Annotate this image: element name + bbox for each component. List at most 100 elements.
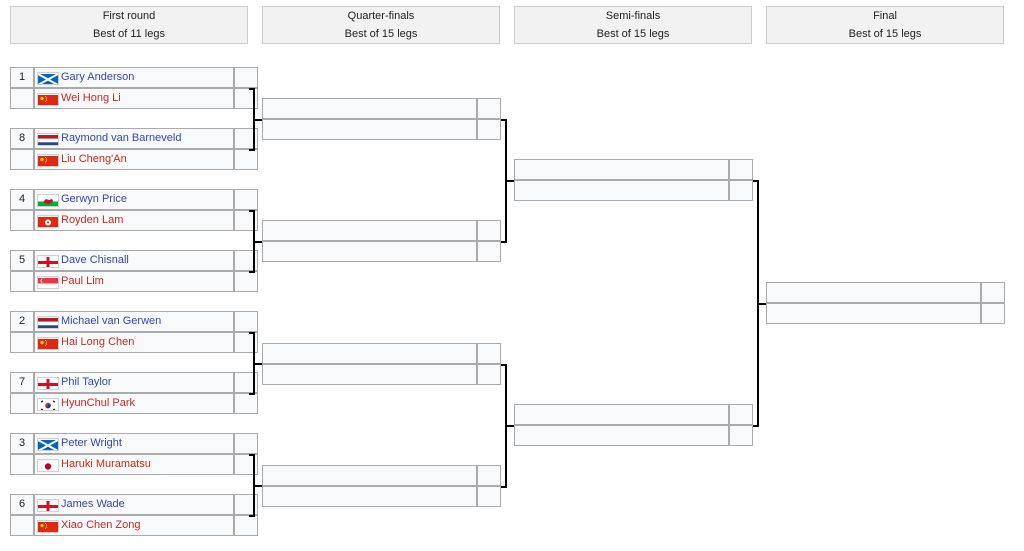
player-name-cell	[514, 404, 729, 425]
seed-cell	[10, 454, 34, 475]
seed-cell: 6	[10, 494, 34, 515]
score-cell	[234, 433, 258, 454]
team-row: HyunChul Park	[10, 393, 258, 414]
player-link[interactable]: Wei Hong Li	[61, 92, 121, 104]
connector-line	[501, 241, 507, 243]
connector-line	[253, 241, 262, 243]
player-name-cell	[262, 465, 477, 486]
player-link[interactable]: HyunChul Park	[61, 397, 135, 409]
score-cell	[234, 372, 258, 393]
connector-line	[753, 425, 759, 427]
player-link[interactable]: Hai Long Chen	[61, 336, 135, 348]
player-link[interactable]: Royden Lam	[61, 214, 124, 226]
score-cell	[234, 250, 258, 271]
score-cell	[729, 180, 753, 201]
team-row: Paul Lim	[10, 271, 258, 292]
china-flag-icon	[37, 337, 59, 350]
team-row: 5 Dave Chisnall	[10, 250, 258, 271]
player-name-cell: Phil Taylor	[34, 372, 234, 393]
connector-line	[505, 425, 514, 427]
singapore-flag-icon	[37, 276, 59, 289]
seed-cell: 8	[10, 128, 34, 149]
score-cell	[234, 515, 258, 536]
team-row	[262, 119, 501, 140]
score-cell	[234, 311, 258, 332]
seed-cell	[10, 210, 34, 231]
round-format: Best of 15 legs	[344, 28, 418, 40]
player-name-cell: Paul Lim	[34, 271, 234, 292]
connector-line	[253, 363, 262, 365]
player-link[interactable]: Raymond van Barneveld	[61, 132, 182, 144]
player-name-cell	[766, 303, 981, 324]
player-name-cell: Dave Chisnall	[34, 250, 234, 271]
score-cell	[234, 494, 258, 515]
team-row	[514, 180, 753, 201]
player-link[interactable]: Paul Lim	[61, 275, 104, 287]
china-flag-icon	[37, 520, 59, 533]
seed-cell: 5	[10, 250, 34, 271]
round-header-quarter-finals: Quarter-finals Best of 15 legs	[262, 6, 500, 44]
scotland-flag-icon	[37, 72, 59, 85]
player-link[interactable]: Liu Cheng'An	[61, 153, 127, 165]
team-row	[514, 159, 753, 180]
player-link[interactable]: Michael van Gerwen	[61, 315, 162, 327]
player-link[interactable]: Xiao Chen Zong	[61, 519, 141, 531]
player-name-cell	[262, 241, 477, 262]
player-name-cell	[514, 425, 729, 446]
round-name: First round	[102, 10, 156, 22]
player-link[interactable]: Phil Taylor	[61, 376, 112, 388]
player-name-cell: Wei Hong Li	[34, 88, 234, 109]
player-name-cell	[262, 486, 477, 507]
player-name-cell	[766, 282, 981, 303]
round-header-first-round: First round Best of 11 legs	[10, 6, 248, 44]
player-name-cell: James Wade	[34, 494, 234, 515]
team-row: Hai Long Chen	[10, 332, 258, 353]
score-cell	[477, 465, 501, 486]
score-cell	[477, 119, 501, 140]
player-link[interactable]: Gary Anderson	[61, 71, 135, 83]
seed-cell	[10, 88, 34, 109]
player-name-cell: Gary Anderson	[34, 67, 234, 88]
player-name-cell	[262, 98, 477, 119]
team-row	[262, 486, 501, 507]
team-row	[262, 220, 501, 241]
score-cell	[477, 98, 501, 119]
player-link[interactable]: Gerwyn Price	[61, 193, 128, 205]
japan-flag-icon	[37, 459, 59, 472]
round-header-final: Final Best of 15 legs	[766, 6, 1004, 44]
score-cell	[477, 364, 501, 385]
player-link[interactable]: Peter Wright	[61, 437, 122, 449]
team-row	[262, 465, 501, 486]
score-cell	[729, 404, 753, 425]
score-cell	[981, 303, 1005, 324]
player-name-cell: Gerwyn Price	[34, 189, 234, 210]
team-row: 8 Raymond van Barneveld	[10, 128, 258, 149]
player-name-cell	[262, 220, 477, 241]
player-name-cell	[514, 159, 729, 180]
player-name-cell: Raymond van Barneveld	[34, 128, 234, 149]
connector-line	[249, 271, 255, 273]
hong-kong-flag-icon	[37, 215, 59, 228]
player-name-cell: Xiao Chen Zong	[34, 515, 234, 536]
scotland-flag-icon	[37, 438, 59, 451]
connector-line	[253, 119, 262, 121]
seed-cell	[10, 515, 34, 536]
score-cell	[477, 486, 501, 507]
netherlands-flag-icon	[37, 133, 59, 146]
player-link[interactable]: Haruki Muramatsu	[61, 458, 151, 470]
score-cell	[981, 282, 1005, 303]
round-format: Best of 11 legs	[93, 28, 165, 40]
team-row	[514, 425, 753, 446]
player-link[interactable]: James Wade	[61, 498, 125, 510]
connector-line	[249, 88, 255, 90]
team-row	[262, 98, 501, 119]
player-name-cell: HyunChul Park	[34, 393, 234, 414]
team-row	[766, 303, 1005, 324]
connector-line	[249, 393, 255, 395]
player-name-cell: Liu Cheng'An	[34, 149, 234, 170]
team-row: Haruki Muramatsu	[10, 454, 258, 475]
seed-cell: 2	[10, 311, 34, 332]
team-row	[262, 343, 501, 364]
player-link[interactable]: Dave Chisnall	[61, 254, 129, 266]
